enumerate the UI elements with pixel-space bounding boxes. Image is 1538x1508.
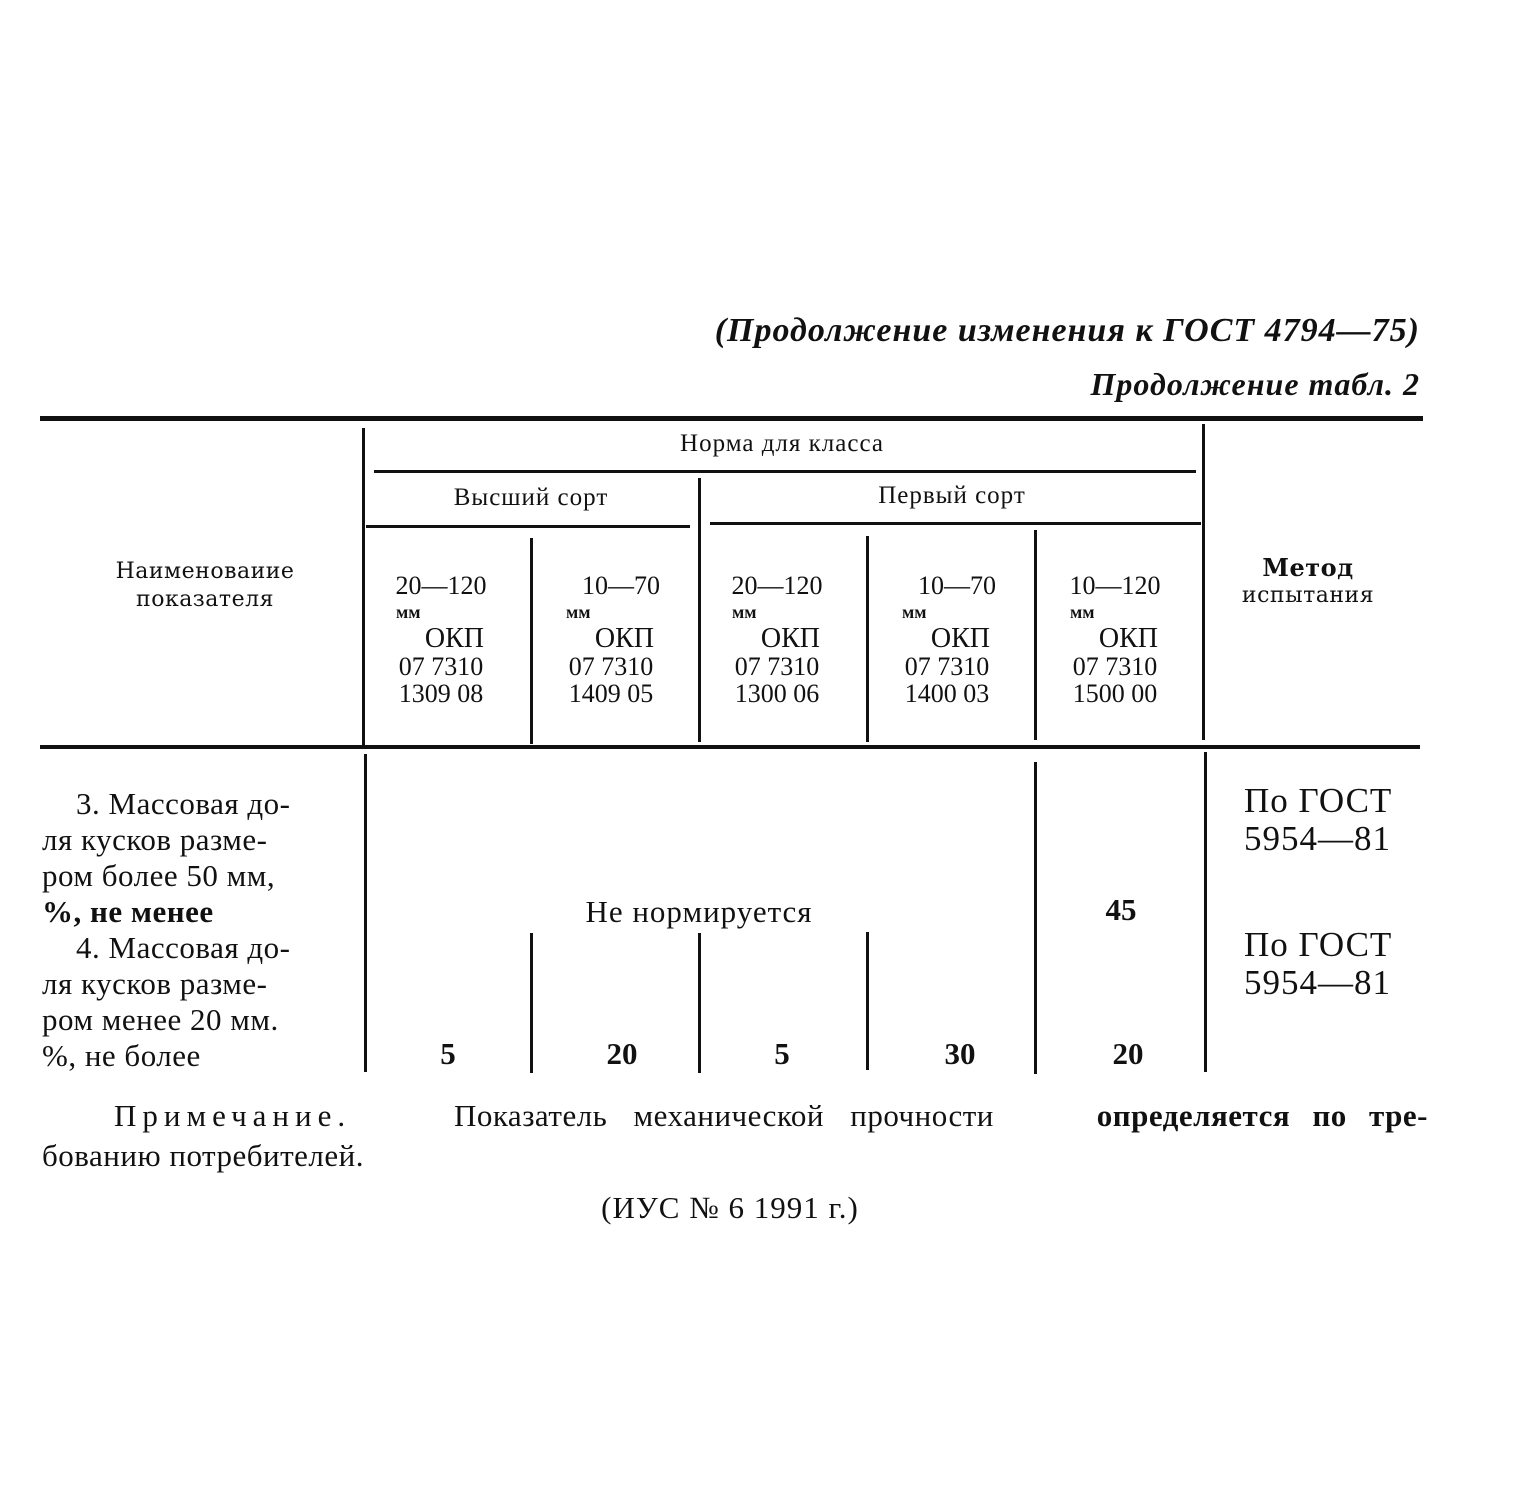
note-label: Примечание. xyxy=(114,1098,352,1133)
column-code-2: 1309 08 xyxy=(398,679,484,708)
body-divider-method xyxy=(1204,752,1207,1072)
note-line-1: Примечание. Показатель механической проч… xyxy=(42,1096,1428,1136)
col-divider-1 xyxy=(530,538,533,744)
col-divider-4 xyxy=(1034,530,1037,740)
column-unit: мм xyxy=(396,602,421,622)
grade-first-rule xyxy=(710,522,1201,525)
label-line: ля кусков разме- xyxy=(42,822,268,857)
column-range: 20—120 xyxy=(395,571,487,600)
col-divider-grade xyxy=(698,478,701,742)
value-row4-col5: 20 xyxy=(1112,1036,1144,1071)
method-line: 5954—81 xyxy=(1244,963,1391,1002)
column-code-1: 07 7310 xyxy=(568,652,654,681)
source-reference: (ИУС № 6 1991 г.) xyxy=(601,1190,859,1225)
method-header-line: испытания xyxy=(1241,583,1375,608)
method-row4: По ГОСТ 5954—81 xyxy=(1244,926,1392,1002)
label-line: ля кусков разме- xyxy=(42,966,268,1001)
label-line: 4. Массовая до- xyxy=(76,930,291,965)
col-divider-3 xyxy=(866,536,869,742)
column-header-5: 10—120 мм ОКП 07 7310 1500 00 xyxy=(1066,572,1164,707)
column-code-2: 1409 05 xyxy=(568,679,654,708)
column-unit: мм xyxy=(902,602,927,622)
value-row4-col2: 20 xyxy=(606,1036,638,1071)
row-header-label: Наименоваиие показателя xyxy=(60,558,350,614)
table-continuation-label: Продолжение табл. 2 xyxy=(1090,366,1420,402)
column-header-4: 10—70 мм ОКП 07 7310 1400 03 xyxy=(898,572,996,707)
label-line: %, не более xyxy=(42,1038,201,1073)
column-unit: мм xyxy=(732,602,757,622)
norm-group-rule xyxy=(374,470,1196,473)
column-code-1: 07 7310 xyxy=(1072,652,1158,681)
body-divider-5 xyxy=(1034,762,1037,1074)
column-code-label: ОКП xyxy=(424,623,484,654)
label-line: ром менее 20 мм. xyxy=(42,1002,279,1037)
column-code-2: 1400 03 xyxy=(904,679,990,708)
note-text-bold: определяется по тре- xyxy=(1096,1098,1428,1133)
continuation-title: (Продолжение изменения к ГОСТ 4794—75) xyxy=(714,312,1420,349)
column-code-label: ОКП xyxy=(594,623,654,654)
label-line: %, не менее xyxy=(42,894,214,929)
column-code-1: 07 7310 xyxy=(398,652,484,681)
value-row4-col4: 30 xyxy=(944,1036,976,1071)
column-code-label: ОКП xyxy=(1098,623,1158,654)
body-divider-2 xyxy=(698,933,701,1073)
label-line: 3. Массовая до- xyxy=(76,786,291,821)
column-code-1: 07 7310 xyxy=(734,652,820,681)
note-text: Показатель механической прочности xyxy=(453,1098,994,1133)
col-divider-label xyxy=(362,428,365,746)
note-paragraph: Примечание. Показатель механической проч… xyxy=(42,1096,1428,1176)
note-line-2: бованию потребителей. xyxy=(42,1138,364,1173)
header-bottom-rule xyxy=(40,745,1420,749)
method-row3: По ГОСТ 5954—81 xyxy=(1244,782,1392,858)
column-header-1: 20—120 мм ОКП 07 7310 1309 08 xyxy=(392,572,490,707)
norm-group-header: Норма для класса xyxy=(680,430,884,457)
table-row-label: 4. Массовая до- ля кусков разме- ром мен… xyxy=(42,930,290,1074)
column-unit: мм xyxy=(566,602,591,622)
column-header-3: 20—120 мм ОКП 07 7310 1300 06 xyxy=(728,572,826,707)
grade-high-rule xyxy=(366,525,690,528)
value-row3-col5: 45 xyxy=(1105,892,1137,927)
column-unit: мм xyxy=(1070,602,1095,622)
table-top-rule xyxy=(40,416,1423,421)
table-row-label: 3. Массовая до- ля кусков разме- ром бол… xyxy=(42,786,290,930)
body-divider-label xyxy=(364,754,367,1072)
label-line: ром более 50 мм, xyxy=(42,858,276,893)
column-code-2: 1300 06 xyxy=(734,679,820,708)
column-code-label: ОКП xyxy=(760,623,820,654)
value-row4-col3: 5 xyxy=(774,1036,790,1071)
method-line: 5954—81 xyxy=(1244,819,1391,858)
column-range: 20—120 xyxy=(731,571,823,600)
body-divider-1 xyxy=(530,933,533,1073)
col-divider-method xyxy=(1202,424,1205,740)
column-range: 10—70 xyxy=(582,571,660,600)
row-header-line: показателя xyxy=(136,587,274,612)
grade-first-header: Первый сорт xyxy=(878,482,1026,509)
method-header-line: Метод xyxy=(1262,553,1354,582)
method-line: По ГОСТ xyxy=(1244,925,1393,964)
column-code-label: ОКП xyxy=(930,623,990,654)
value-row4-col1: 5 xyxy=(440,1036,456,1071)
grade-high-header: Высший сорт xyxy=(453,484,609,511)
column-range: 10—120 xyxy=(1069,571,1161,600)
method-header: Метод испытания xyxy=(1208,554,1408,610)
method-line: По ГОСТ xyxy=(1244,781,1393,820)
column-code-2: 1500 00 xyxy=(1072,679,1158,708)
column-range: 10—70 xyxy=(918,571,996,600)
row-header-line: Наименоваиие xyxy=(115,559,295,584)
body-divider-3 xyxy=(866,932,869,1070)
column-code-1: 07 7310 xyxy=(904,652,990,681)
merged-not-normalized: Не нормируется xyxy=(585,894,813,929)
column-header-2: 10—70 мм ОКП 07 7310 1409 05 xyxy=(562,572,660,707)
